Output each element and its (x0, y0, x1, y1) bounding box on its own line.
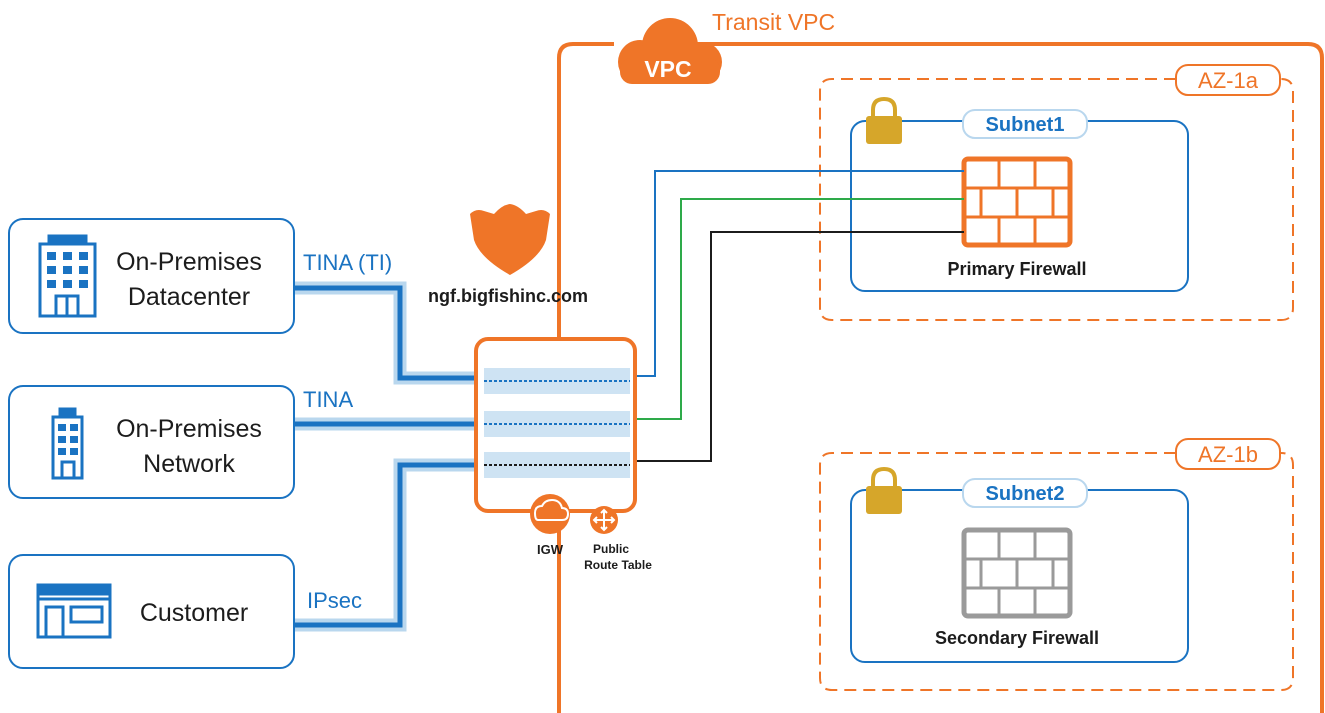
site-customer-label: Customer (140, 599, 248, 627)
secondary-firewall-label: Secondary Firewall (935, 628, 1099, 648)
vpc-cloud-icon: VPC (618, 18, 722, 84)
vpc-badge-label: VPC (644, 56, 691, 82)
site-datacenter: On-Premises Datacenter (8, 218, 295, 334)
site-network: On-Premises Network (8, 385, 295, 499)
building-large-icon (38, 234, 97, 318)
link-label-tina: TINA (303, 387, 353, 412)
availability-zone-1b: AZ-1b (819, 438, 1294, 691)
route-table-label-line2: Route Table (584, 558, 652, 572)
building-small-icon (51, 407, 84, 480)
transit-vpc-title: Transit VPC (712, 9, 835, 35)
subnet2: Subnet2 (850, 478, 1189, 663)
primary-firewall-icon (961, 156, 1073, 248)
site-network-line2: Network (143, 450, 235, 478)
gateway-to-firewall-links (634, 170, 964, 462)
gateway-box (474, 337, 637, 513)
route-table-icon (590, 506, 618, 534)
site-customer: Customer (8, 554, 295, 669)
site-links (294, 281, 476, 632)
route-table-label-line1: Public (593, 542, 629, 556)
igw-label: IGW (537, 542, 564, 557)
subnet2-label: Subnet2 (986, 483, 1065, 505)
az-1a-label: AZ-1a (1198, 68, 1259, 93)
subnet1: Subnet1 (850, 109, 1189, 292)
site-datacenter-line1: On-Premises (116, 248, 262, 276)
site-network-line1: On-Premises (116, 415, 262, 443)
subnet1-label: Subnet1 (986, 114, 1065, 136)
link-label-tina-ti: TINA (TI) (303, 250, 392, 275)
storefront-icon (36, 583, 112, 639)
shield-icon (470, 204, 550, 275)
internet-gateway-icon (530, 494, 570, 534)
primary-firewall-label: Primary Firewall (947, 259, 1086, 279)
availability-zone-1a: AZ-1a (819, 64, 1294, 321)
secondary-firewall-icon (961, 527, 1073, 619)
lock-icon (866, 466, 902, 514)
site-datacenter-line2: Datacenter (128, 283, 250, 311)
az-1b-label: AZ-1b (1198, 442, 1258, 467)
transit-vpc (557, 42, 1324, 713)
link-label-ipsec: IPsec (307, 588, 362, 613)
lock-icon (866, 96, 902, 144)
gateway-hostname: ngf.bigfishinc.com (428, 286, 588, 306)
